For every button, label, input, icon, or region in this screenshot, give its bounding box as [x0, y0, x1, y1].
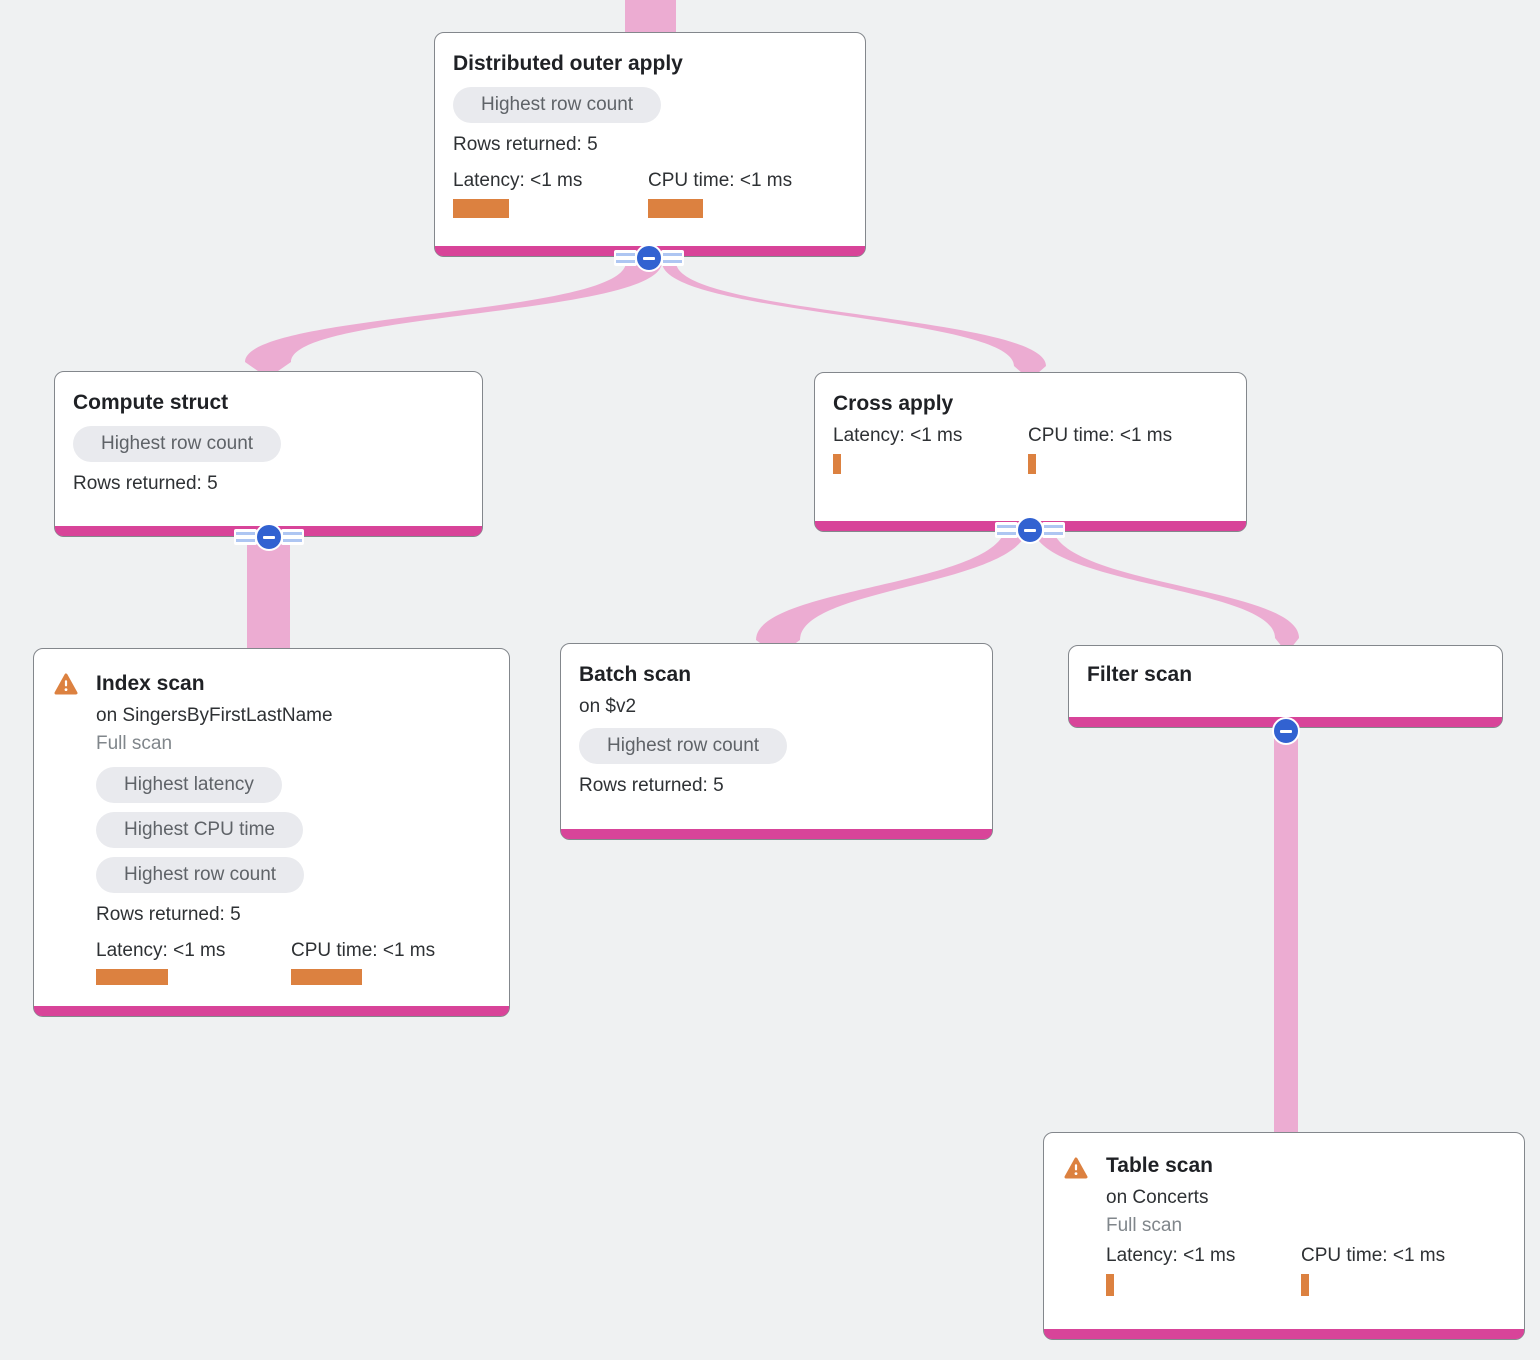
- warning-icon: [54, 673, 78, 703]
- collapse-lines-left: [995, 522, 1018, 538]
- scan-type-label: Full scan: [96, 733, 173, 754]
- node-accent-bar: [1044, 1329, 1524, 1339]
- collapse-button-compute-struct[interactable]: [234, 523, 304, 551]
- node-title: Batch scan: [579, 663, 692, 686]
- plan-node-batch-scan[interactable]: Batch scan on $v2 Highest row count Rows…: [560, 643, 993, 840]
- collapse-lines-right: [281, 529, 304, 545]
- plan-node-distributed-outer-apply[interactable]: Distributed outer apply Highest row coun…: [434, 32, 866, 257]
- badge-highest-row-count: Highest row count: [96, 857, 305, 893]
- node-title: Cross apply: [833, 392, 954, 415]
- badge-highest-latency: Highest latency: [96, 767, 282, 803]
- node-title: Table scan: [1106, 1154, 1213, 1177]
- minus-icon: [255, 523, 283, 551]
- node-title: Distributed outer apply: [453, 52, 683, 75]
- latency-bar: [453, 199, 509, 218]
- latency-label: Latency: <1 ms: [96, 940, 226, 961]
- badge-highest-row-count: Highest row count: [579, 728, 788, 764]
- node-target: on $v2: [579, 696, 637, 717]
- node-target: on Concerts: [1106, 1187, 1209, 1208]
- minus-icon: [1016, 516, 1044, 544]
- collapse-lines-right: [1042, 522, 1065, 538]
- badge-highest-cpu-time: Highest CPU time: [96, 812, 303, 848]
- edge-root-to-cross-apply: [662, 262, 1046, 380]
- warning-icon: [1064, 1157, 1088, 1187]
- plan-node-index-scan[interactable]: Index scan on SingersByFirstLastName Ful…: [33, 648, 510, 1017]
- latency-label: Latency: <1 ms: [833, 425, 963, 446]
- minus-icon: [1272, 717, 1300, 745]
- rows-returned: Rows returned: 5: [96, 904, 241, 925]
- edge-root-to-compute-struct: [245, 262, 662, 378]
- node-accent-bar: [561, 829, 992, 839]
- latency-label: Latency: <1 ms: [1106, 1245, 1236, 1266]
- latency-label: Latency: <1 ms: [453, 170, 583, 191]
- plan-node-cross-apply[interactable]: Cross apply Latency: <1 ms CPU time: <1 …: [814, 372, 1247, 532]
- node-target: on SingersByFirstLastName: [96, 705, 333, 726]
- cpu-time-label: CPU time: <1 ms: [648, 170, 793, 191]
- collapse-button-cross-apply[interactable]: [995, 516, 1065, 544]
- cpu-time-label: CPU time: <1 ms: [1028, 425, 1173, 446]
- minus-icon: [635, 244, 663, 272]
- cpu-time-label: CPU time: <1 ms: [291, 940, 436, 961]
- plan-node-compute-struct[interactable]: Compute struct Highest row count Rows re…: [54, 371, 483, 537]
- cpu-time-bar: [1028, 454, 1036, 474]
- scan-type-label: Full scan: [1106, 1215, 1183, 1236]
- edge-cross-apply-to-batch-scan: [756, 524, 1028, 656]
- cpu-time-label: CPU time: <1 ms: [1301, 1245, 1446, 1266]
- node-title: Filter scan: [1087, 663, 1193, 686]
- badge-highest-row-count: Highest row count: [73, 426, 282, 462]
- node-title: Index scan: [96, 672, 205, 695]
- edge-filter-scan-to-table-scan: [1274, 718, 1298, 1140]
- node-accent-bar: [34, 1006, 509, 1016]
- cpu-time-bar: [648, 199, 703, 218]
- cpu-time-bar: [291, 969, 362, 985]
- edge-cross-apply-to-filter-scan: [1032, 524, 1299, 653]
- rows-returned: Rows returned: 5: [579, 775, 724, 796]
- node-title: Compute struct: [73, 391, 229, 414]
- rows-returned: Rows returned: 5: [453, 134, 598, 155]
- collapse-lines-left: [614, 250, 637, 266]
- edge-compute-struct-to-index-scan: [247, 520, 290, 655]
- rows-returned: Rows returned: 5: [73, 473, 218, 494]
- collapse-lines-right: [661, 250, 684, 266]
- plan-node-table-scan[interactable]: Table scan on Concerts Full scan Latency…: [1043, 1132, 1525, 1340]
- collapse-button-filter-scan[interactable]: [1272, 717, 1300, 745]
- collapse-lines-left: [234, 529, 257, 545]
- cpu-time-bar: [1301, 1274, 1309, 1296]
- badge-highest-row-count: Highest row count: [453, 87, 662, 123]
- latency-bar: [1106, 1274, 1114, 1296]
- collapse-button-distributed-outer-apply[interactable]: [614, 244, 684, 272]
- plan-node-filter-scan[interactable]: Filter scan: [1068, 645, 1503, 728]
- latency-bar: [96, 969, 168, 985]
- latency-bar: [833, 454, 841, 474]
